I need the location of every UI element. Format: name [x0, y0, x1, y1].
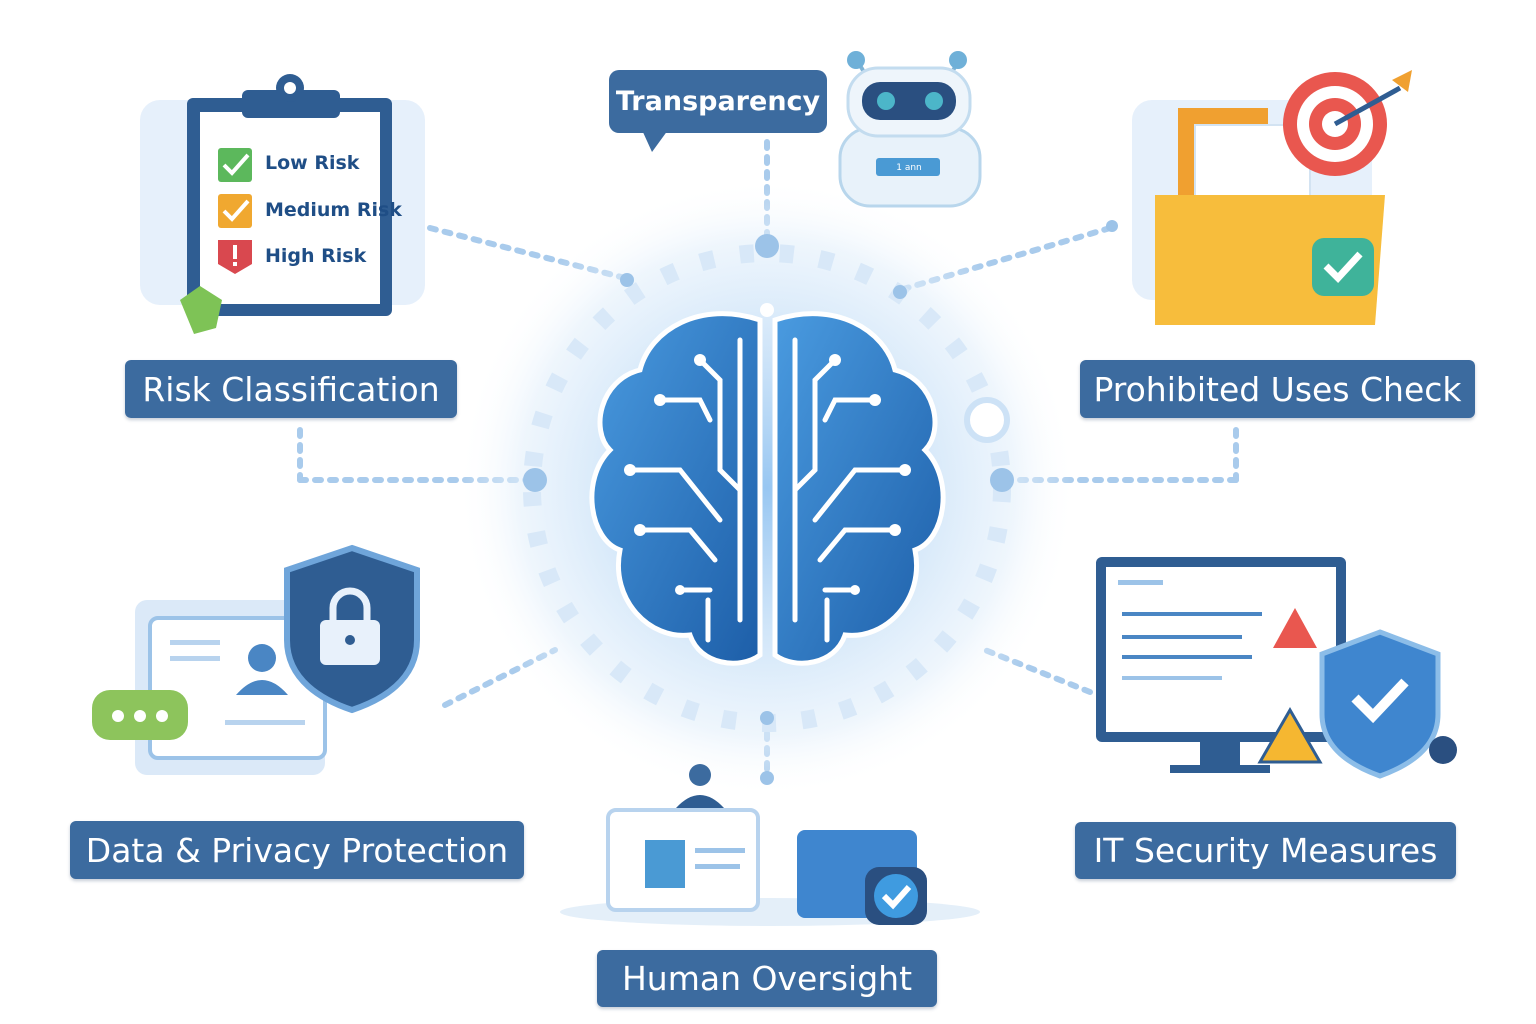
label-data-privacy-protection: Data & Privacy Protection — [70, 821, 524, 879]
robot-icon — [838, 51, 982, 208]
clipboard-icon — [140, 74, 425, 334]
robot-screen-text: 1 ann — [896, 163, 922, 173]
transparency-bubble: Transparency — [609, 70, 827, 133]
connector-nodes — [523, 220, 1118, 785]
risk-level-high: High Risk — [265, 245, 367, 267]
label-human-oversight: Human Oversight — [597, 950, 937, 1007]
brain-circuit-icon — [589, 303, 946, 666]
label-risk-classification: Risk Classification — [125, 360, 457, 418]
privacy-shield-icon — [92, 544, 420, 775]
folder-target-icon — [1132, 70, 1412, 325]
risk-level-medium: Medium Risk — [265, 199, 402, 221]
label-it-security-measures: IT Security Measures — [1075, 822, 1456, 879]
brain-glow — [457, 178, 1077, 798]
label-prohibited-uses-check: Prohibited Uses Check — [1080, 360, 1475, 418]
monitor-security-icon — [1096, 557, 1457, 779]
risk-level-low: Low Risk — [265, 152, 360, 174]
human-oversight-icon — [560, 764, 980, 926]
